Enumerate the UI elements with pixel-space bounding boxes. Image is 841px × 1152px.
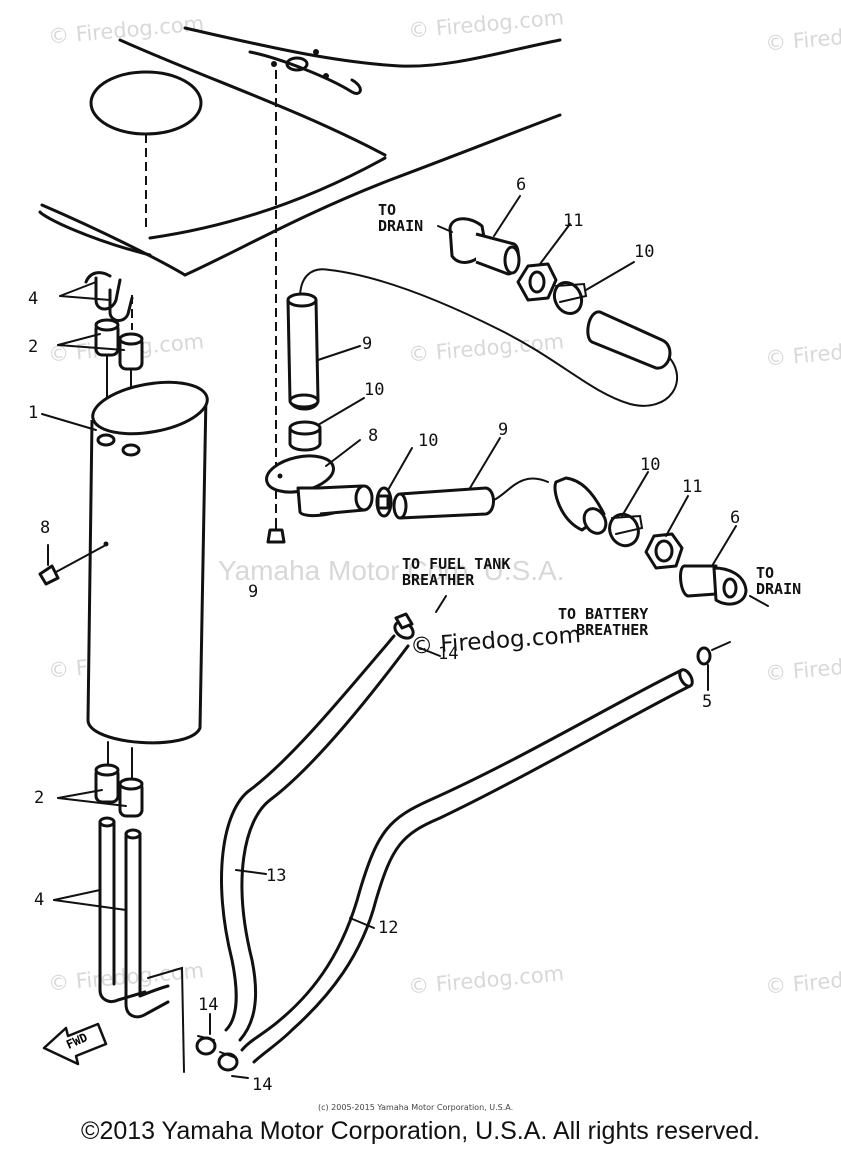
callout-11: 11 xyxy=(563,211,584,231)
label-fuel-tank-breather: TO FUEL TANK BREATHER xyxy=(402,555,511,589)
leader-lines xyxy=(41,195,769,1079)
part-9-lower-hose xyxy=(392,477,549,520)
part-9-upper-segment xyxy=(586,310,672,370)
callout-4: 4 xyxy=(34,890,45,910)
part-6-drain-lower xyxy=(679,564,748,606)
callout-3: 4 xyxy=(28,289,39,309)
part-10-clamp-1 xyxy=(288,420,322,452)
callout-2: 2 xyxy=(34,788,45,808)
part-9-lower-segment xyxy=(553,476,608,535)
callout-10: 10 xyxy=(418,431,439,451)
part-6-drain-upper xyxy=(448,217,521,276)
part-10-clamp-top xyxy=(552,280,588,316)
callout-2: 2 xyxy=(28,337,39,357)
callout-9: 9 xyxy=(498,420,509,440)
part-8-screw-left xyxy=(38,545,105,586)
callout-12: 12 xyxy=(378,918,399,938)
callout-10: 10 xyxy=(364,380,385,400)
callout-13: 13 xyxy=(266,866,287,886)
fwd-arrow xyxy=(42,1022,108,1066)
callout-6: 6 xyxy=(730,508,741,528)
part-10-clamp-2 xyxy=(375,486,393,518)
callout-11: 11 xyxy=(682,477,703,497)
part-9-upper-hose xyxy=(286,268,679,411)
part-12-hose xyxy=(240,668,694,1064)
part-2-grommets-bottom xyxy=(94,741,144,818)
callout-8: 8 xyxy=(40,518,51,538)
callout-14: 14 xyxy=(198,995,219,1015)
part-7-fitting xyxy=(265,454,374,518)
part-13-hose xyxy=(220,634,410,1042)
part-5-clip xyxy=(696,646,712,666)
part-2-grommets-top xyxy=(94,318,144,446)
callout-14: 14 xyxy=(438,644,459,664)
callout-6: 6 xyxy=(516,175,527,195)
callout-9: 9 xyxy=(362,334,373,354)
part-11-nut-upper xyxy=(516,262,558,302)
part-1-canister xyxy=(86,380,209,745)
callout-14: 14 xyxy=(252,1075,273,1095)
label-to-drain-top: TO DRAIN xyxy=(378,201,424,235)
callout-8: 9 xyxy=(248,582,259,602)
callout-10: 10 xyxy=(634,242,655,262)
callout-7: 8 xyxy=(368,426,379,446)
part-14-clamps xyxy=(195,612,415,1072)
part-8-screw-center xyxy=(266,519,286,544)
label-battery-breather: TO BATTERY BREATHER xyxy=(558,605,649,639)
part-11-nut-lower xyxy=(644,532,684,570)
copyright-footer: ©2013 Yamaha Motor Corporation, U.S.A. A… xyxy=(81,1117,760,1145)
part-10-clamp-3 xyxy=(608,512,644,548)
label-to-drain-right: TO DRAIN xyxy=(756,564,802,598)
callout-5: 5 xyxy=(702,692,713,712)
callout-10: 10 xyxy=(640,455,661,475)
part-4-pipes xyxy=(98,816,185,1073)
watermark-center: Yamaha Motor Corp. U.S.A. xyxy=(218,555,565,586)
small-copyright: (c) 2005-2015 Yamaha Motor Corporation, … xyxy=(318,1103,514,1112)
part-3-elbows xyxy=(84,271,134,330)
callout-1: 1 xyxy=(28,403,39,423)
